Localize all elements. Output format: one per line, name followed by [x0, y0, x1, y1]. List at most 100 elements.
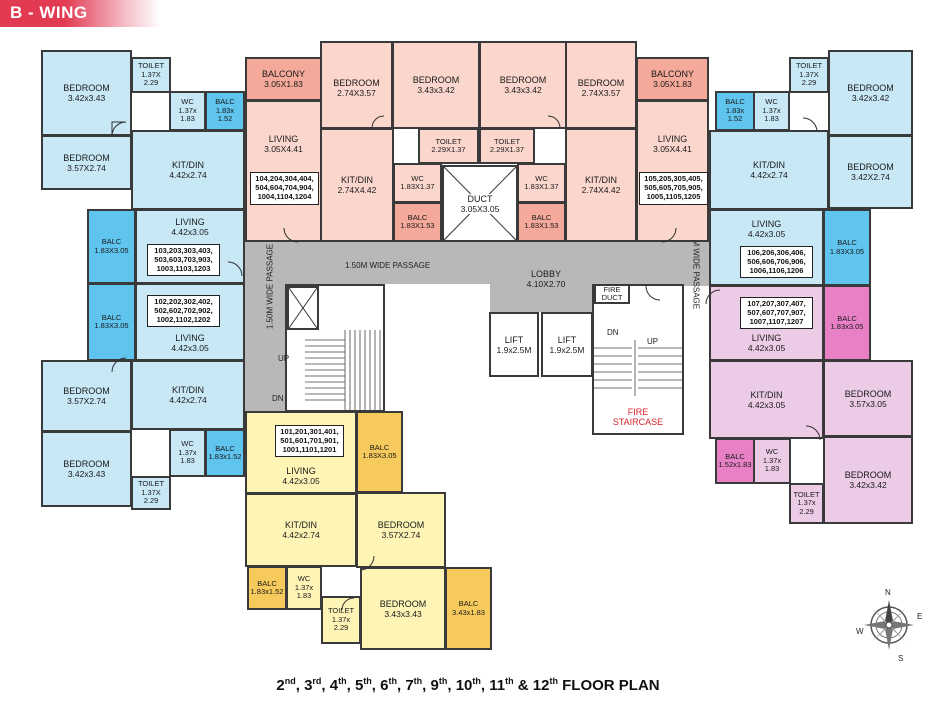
room-name: BEDROOM: [379, 598, 427, 609]
rl-toilet: TOILET 1.37x 2.29: [789, 483, 824, 524]
flat-numbers-centre-lower: 101,201,301,401, 501,601,701,901, 1001,1…: [275, 425, 344, 457]
flat-numbers-line: 1005,1105,1205: [646, 192, 701, 201]
room-dim: 4.42x3.05: [171, 227, 209, 237]
caption-floor: 11th: [489, 676, 514, 694]
flat-numbers-line: 507,607,707,907,: [747, 308, 806, 317]
tr-balc-2: BALC 1.83X3.05: [823, 209, 871, 286]
room-name: WC: [181, 439, 194, 449]
room-name: WC: [411, 173, 424, 183]
room-name: BALC: [531, 212, 552, 222]
room-name: KIT/DIN: [584, 175, 617, 185]
room-dim: 4.42x2.74: [282, 530, 320, 540]
caption-floor: 6th,: [380, 676, 402, 694]
room-dim: 2.29: [333, 623, 349, 633]
room-dim: 3.57X2.74: [381, 530, 421, 540]
room-name: BALCONY: [650, 69, 694, 79]
room-dim: 1.83x3.05: [830, 322, 864, 331]
room-name: BALC: [215, 97, 235, 107]
room-name: LIVING: [286, 466, 316, 476]
room-name: BALC: [725, 451, 745, 461]
bl-toilet: TOILET 1.37X 2.29: [131, 476, 171, 510]
flat-numbers-top-right: 105,205,305,405, 505,605,705,905, 1005,1…: [639, 172, 708, 205]
room-dim: 1.37x: [762, 105, 781, 115]
tc-balcony-right: BALCONY 3.05X1.83: [636, 57, 709, 101]
caption-floor: 10th,: [455, 676, 486, 694]
flat-numbers-line: 106,206,306,406,: [747, 248, 806, 257]
room-dim: 4.42x3.05: [282, 476, 320, 486]
flat-numbers-right-lower: 107,207,307,407, 507,607,707,907, 1007,1…: [740, 297, 813, 329]
flat-numbers-line: 1001,1101,1201: [282, 445, 337, 454]
room-name: KIT/DIN: [171, 160, 204, 170]
fire-up-label: UP: [647, 337, 659, 346]
flat-numbers-line: 503,603,703,903,: [154, 255, 213, 264]
lift-2-name: LIFT: [557, 334, 577, 345]
room-dim: 3.57X2.74: [67, 396, 106, 406]
room-dim: 1.83: [296, 591, 312, 601]
room-dim: 3.42x3.43: [67, 469, 106, 479]
room-name: WC: [535, 173, 548, 183]
room-name: BALCONY: [261, 69, 305, 79]
room-dim: 3.05X4.41: [264, 144, 303, 154]
flat-numbers-line: 501,601,701,901,: [280, 436, 339, 445]
room-dim: 2.74X4.42: [337, 185, 377, 195]
tc-balc-left: BALC 1.83X1.53: [393, 202, 442, 242]
tc-kitdin-right: KIT/DIN 2.74X4.42: [565, 128, 637, 242]
room-name: BALC: [101, 312, 122, 322]
lobby-dim: 4.10X2.70: [526, 279, 566, 289]
tl-kitdin: KIT/DIN 4.42x2.74: [131, 130, 245, 210]
fire-duct: FIRE DUCT: [594, 284, 630, 304]
room-dim: 4.42x3.05: [747, 399, 786, 410]
room-dim: 1.83X1.53: [400, 221, 435, 230]
compass-w-label: W: [856, 627, 864, 636]
rl-kitdin: KIT/DIN 4.42x3.05: [709, 360, 824, 439]
room-dim: 1.83: [180, 456, 195, 466]
room-dim: 4.42x3.05: [747, 229, 786, 239]
room-dim: 1.52: [727, 114, 743, 124]
flat-numbers-left-upper: 103,203,303,403, 503,603,703,903, 1003,1…: [147, 244, 220, 276]
room-name: WC: [181, 97, 194, 107]
compass-e-label: E: [917, 612, 923, 621]
cl-toilet: TOILET 1.37x 2.29: [321, 596, 361, 644]
flat-numbers-line: 505,605,705,905,: [644, 183, 703, 192]
room-name: KIT/DIN: [340, 175, 373, 185]
wing-title-bar: [0, 0, 160, 27]
room-dim: 1.83: [764, 114, 779, 124]
room-dim: 1.83x1.52: [208, 452, 242, 461]
lift-2-dim: 1.9x2.5M: [549, 344, 585, 355]
room-dim: 1.37x: [331, 614, 351, 624]
horizontal-passage: [245, 242, 705, 284]
caption-floor: 7th,: [405, 676, 427, 694]
fire-duct-line2: DUCT: [601, 293, 623, 302]
room-dim: 1.83: [764, 464, 780, 474]
room-name: KIT/DIN: [284, 520, 317, 530]
room-name: KIT/DIN: [750, 389, 783, 400]
room-dim: 3.05X4.41: [653, 144, 692, 154]
left-vertical-passage: [245, 218, 285, 412]
room-name: BALC: [101, 237, 122, 246]
lift-1-name: LIFT: [504, 334, 524, 345]
room-name: TOILET: [795, 61, 823, 71]
tr-balc: BALC 1.83x 1.52: [715, 91, 755, 131]
room-name: BALC: [369, 442, 390, 452]
fire-staircase-line2: STAIRCASE: [612, 417, 664, 427]
tl-toilet: TOILET 1.37X 2.29: [131, 57, 171, 93]
room-dim: 1.83X3.05: [94, 321, 129, 330]
bl-bedroom-1: BEDROOM 3.57X2.74: [41, 360, 132, 432]
floor-plan-caption: 2nd, 3rd, 4th, 5th, 6th, 7th, 9th, 10th,…: [0, 676, 936, 694]
compass-s-label: S: [898, 654, 904, 663]
room-name: TOILET: [137, 61, 165, 71]
caption-floor: 12th: [532, 676, 558, 694]
tl-bedroom-1: BEDROOM 3.42x3.43: [41, 50, 132, 136]
room-name: BALC: [257, 578, 277, 588]
room-name: BALC: [458, 599, 479, 608]
caption-floor: 4th,: [329, 676, 351, 694]
caption-floor: 5th,: [354, 676, 376, 694]
room-name: BEDROOM: [412, 75, 460, 85]
flat-numbers-line: 107,207,307,407,: [747, 299, 806, 308]
room-dim: 3.05X1.83: [264, 79, 303, 89]
room-dim: 3.42X2.74: [851, 172, 890, 182]
wing-title: B - WING: [10, 3, 88, 22]
room-dim: 3.42x3.43: [67, 93, 106, 103]
flat-numbers-line: 506,606,706,906,: [747, 257, 806, 266]
room-dim: 3.42x3.42: [849, 480, 887, 490]
